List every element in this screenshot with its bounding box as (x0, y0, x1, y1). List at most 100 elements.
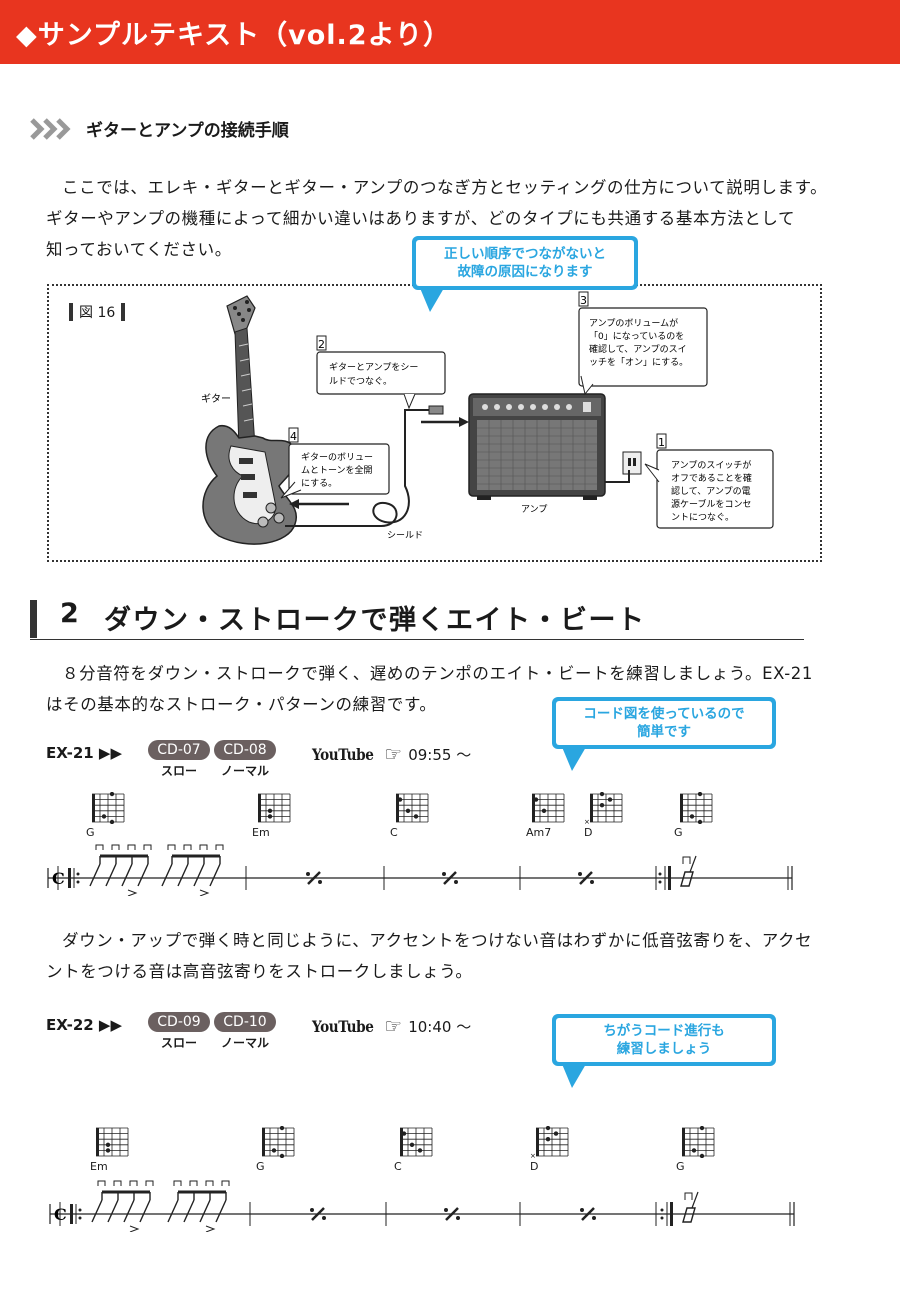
chord-diagram-d: ×D (584, 791, 624, 839)
svg-text:ムとトーンを全開: ムとトーンを全開 (301, 464, 373, 476)
svg-text:アンプのボリュームが: アンプのボリュームが (589, 317, 678, 329)
para-line: ここでは、エレキ・ギターとギター・アンプのつなぎ方とセッティングの仕方について説… (62, 178, 828, 197)
callout-chord-tip: コード図を使っているので 簡単です (552, 697, 776, 771)
chord-diagram-em: Em (90, 1126, 130, 1173)
slow-label: スロー (160, 764, 197, 778)
chord-diagram-g: G (676, 1125, 716, 1173)
cd-normal[interactable]: CD-10 ノーマル (214, 1012, 276, 1051)
svg-text:ギターとアンプをシー: ギターとアンプをシー (329, 362, 418, 373)
chord-diagram-em: Em (252, 792, 292, 839)
callout-line: ちがうコード進行も (603, 1023, 725, 1039)
ex21-header: EX-21 ▶▶ CD-07 スロー CD-08 ノーマル YouTube ☞ … (46, 740, 471, 779)
chord-name: Em (90, 1160, 108, 1173)
pointing-hand-icon: ☞ (384, 742, 403, 766)
svg-text:3: 3 (580, 294, 587, 307)
svg-text:×: × (530, 1152, 536, 1158)
section-heading: ギターとアンプの接続手順 (30, 116, 289, 141)
figure-16: 図 16 ギター 2 (47, 284, 822, 562)
chord-grid (400, 1127, 433, 1157)
svg-text:1: 1 (658, 436, 665, 449)
section-number: 2 (60, 598, 79, 629)
middle-paragraph: ダウン・アップで弾く時と同じように、アクセントをつけない音はわずかに低音弦寄りを… (46, 925, 836, 987)
para-line: ギターやアンプの機種によって細かい違いはありますが、どのタイプにも共通する基本方… (46, 209, 796, 228)
cd-track-slow[interactable]: CD-09 (148, 1012, 210, 1032)
youtube-link[interactable]: YouTube ☞ 10:40 〜 (312, 1014, 471, 1038)
header-title: ◆サンプルテキスト（vol.2より） (16, 19, 452, 51)
chord-grid (262, 1125, 295, 1159)
svg-text:認して、アンプの電: 認して、アンプの電 (671, 485, 751, 497)
section-2-heading: 2 ダウン・ストロークで弾くエイト・ビート (30, 596, 804, 640)
ex21-staff: C (47, 844, 793, 896)
youtube-label: YouTube (312, 1016, 374, 1036)
cd-track-normal[interactable]: CD-10 (214, 1012, 276, 1032)
chord-diagram-g: G (86, 791, 126, 839)
cd-normal[interactable]: CD-08 ノーマル (214, 740, 276, 779)
cd-slow[interactable]: CD-07 スロー (148, 740, 210, 779)
chord-name: D (530, 1160, 539, 1173)
callout-line: 正しい順序でつながないと (444, 246, 606, 262)
svg-text:オフであることを確: オフであることを確 (671, 472, 752, 484)
chord-name: D (584, 826, 593, 839)
svg-text:ルドでつなぐ。: ルドでつなぐ。 (329, 376, 392, 387)
ex22-staff: C (49, 1180, 795, 1232)
chord-grid (92, 791, 125, 825)
chord-name: Am7 (526, 826, 552, 839)
connection-diagram: ギター 2 ギターとアンプをシー ルドでつなぐ。 4 ギターのボリュー ムとトー… (201, 291, 774, 545)
chord-grid (96, 1127, 129, 1157)
chord-name: G (674, 826, 683, 839)
youtube-time: 09:55 〜 (408, 745, 472, 764)
cd-slow[interactable]: CD-09 スロー (148, 1012, 210, 1051)
svg-text:ッチを「オン」にする。: ッチを「オン」にする。 (589, 357, 688, 368)
svg-text:確認して、アンプのスイ: 確認して、アンプのスイ (589, 343, 687, 355)
figure-label-text: 図 16 (79, 305, 116, 321)
chord-grid: × (584, 791, 623, 826)
svg-text:ントにつなぐ。: ントにつなぐ。 (671, 512, 734, 523)
chord-name: G (676, 1160, 685, 1173)
para-line: ントをつける音は高音弦寄りをストロークしましょう。 (46, 962, 473, 981)
section-2-paragraph: ８分音符をダウン・ストロークで弾く、遅めのテンポのエイト・ビートを練習しましょう… (46, 658, 836, 720)
para-line: ダウン・アップで弾く時と同じように、アクセントをつけない音はわずかに低音弦寄りを… (62, 931, 813, 950)
chord-name: G (256, 1160, 265, 1173)
callout-practice: ちがうコード進行も 練習しましょう (552, 1014, 776, 1088)
pointing-hand-icon: ☞ (384, 1014, 403, 1038)
youtube-link[interactable]: YouTube ☞ 09:55 〜 (312, 742, 471, 766)
youtube-time: 10:40 〜 (408, 1017, 472, 1036)
section-2-title: ダウン・ストロークで弾くエイト・ビート (104, 605, 646, 636)
cd-track-slow[interactable]: CD-07 (148, 740, 210, 760)
figure-label: 図 16 (63, 302, 131, 322)
chord-diagram-am7: Am7 (526, 792, 566, 839)
section-title: ギターとアンプの接続手順 (86, 121, 289, 141)
chord-diagram-g: G (256, 1125, 296, 1173)
svg-text:源ケーブルをコンセ: 源ケーブルをコンセ (671, 498, 751, 510)
chord-grid: × (530, 1125, 569, 1160)
repeat-sign (306, 871, 594, 885)
svg-text:×: × (584, 818, 590, 824)
callout-warning: 正しい順序でつながないと 故障の原因になります (412, 236, 638, 312)
amp-label: アンプ (521, 504, 547, 515)
svg-text:ギターのボリュー: ギターのボリュー (301, 452, 373, 463)
svg-text:2: 2 (318, 338, 325, 351)
cable-label: シールド (387, 531, 423, 541)
chord-grid (680, 791, 713, 825)
ex22-label: EX-22 ▶▶ (46, 1016, 122, 1034)
svg-text:にする。: にする。 (301, 478, 337, 489)
amp-illustration (468, 393, 606, 500)
para-line: ８分音符をダウン・ストロークで弾く、遅めのテンポのエイト・ビートを練習しましょう… (62, 664, 813, 683)
chord-diagram-d: ×D (530, 1125, 570, 1173)
intro-paragraph: ここでは、エレキ・ギターとギター・アンプのつなぎ方とセッティングの仕方について説… (46, 172, 836, 265)
cd-track-normal[interactable]: CD-08 (214, 740, 276, 760)
triple-chevron-icon (30, 117, 74, 141)
youtube-label: YouTube (312, 744, 374, 764)
para-line: 知っておいてください。 (46, 240, 232, 259)
chord-name: C (394, 1160, 402, 1173)
ex21-label: EX-21 ▶▶ (46, 744, 122, 762)
chord-name: G (86, 826, 95, 839)
para-line: はその基本的なストローク・パターンの練習です。 (46, 695, 437, 714)
chord-name: C (390, 826, 398, 839)
chord-diagram-c: C (390, 792, 430, 839)
header-banner: ◆サンプルテキスト（vol.2より） (0, 0, 900, 64)
guitar-label: ギター (201, 393, 231, 405)
normal-label: ノーマル (220, 764, 269, 778)
normal-label: ノーマル (220, 1036, 269, 1050)
callout-line: 練習しましょう (616, 1041, 712, 1057)
